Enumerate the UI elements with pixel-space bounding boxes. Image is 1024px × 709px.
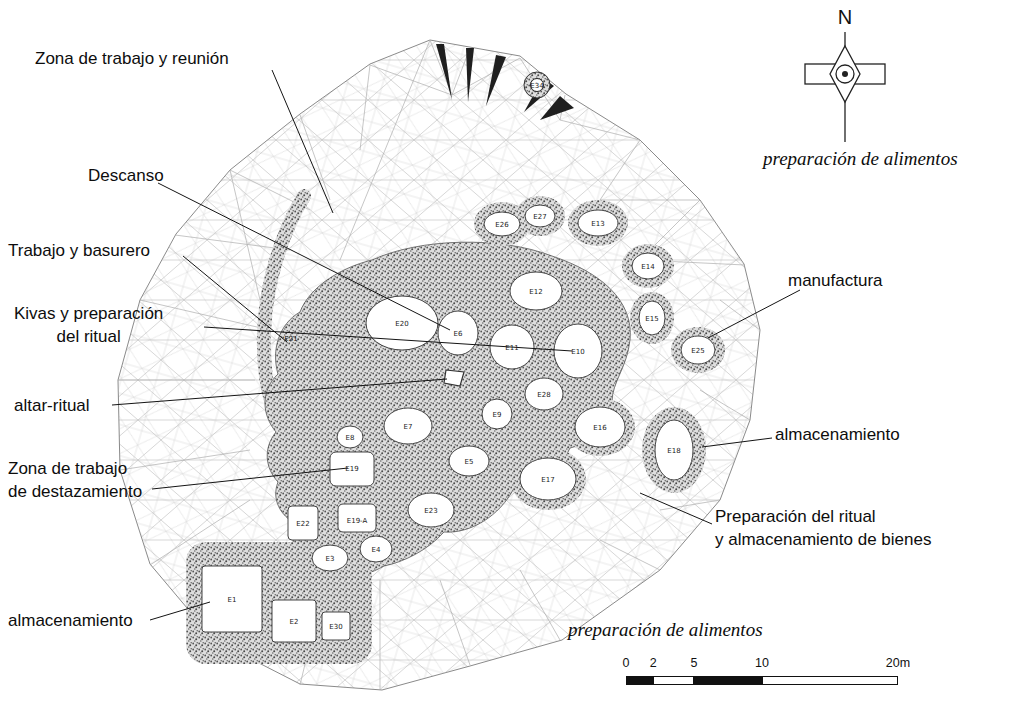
room-label-E25: E25 xyxy=(691,347,704,355)
room-label-E26: E26 xyxy=(495,221,509,229)
room-label-E16: E16 xyxy=(593,424,607,432)
room-label-E13: E13 xyxy=(591,220,604,228)
room-label-E5: E5 xyxy=(465,458,474,466)
room-label-E14: E14 xyxy=(641,263,655,271)
north-label: N xyxy=(838,6,852,28)
room-label-E7: E7 xyxy=(404,423,413,431)
room-label-E19-A: E19-A xyxy=(347,517,368,525)
altar-feature xyxy=(444,370,464,386)
scale-segment-5-10 xyxy=(694,676,762,685)
room-label-E28: E28 xyxy=(537,391,550,399)
room-label-E10: E10 xyxy=(571,348,584,356)
room-label-E19: E19 xyxy=(345,465,358,473)
north-arrow: N xyxy=(805,6,885,142)
room-label-E22: E22 xyxy=(296,520,309,528)
room-label-E21: E21 xyxy=(284,335,297,343)
scale-tick-10: 10 xyxy=(755,656,769,670)
scale-tick-2: 2 xyxy=(650,656,657,670)
north-arrow-dot xyxy=(842,71,848,77)
room-label-E34: E34 xyxy=(530,82,544,90)
scale-tick-0: 0 xyxy=(623,656,630,670)
room-label-E17: E17 xyxy=(541,476,554,484)
scale-bar: 0 2 5 10 20m xyxy=(618,656,938,700)
room-label-E15: E15 xyxy=(645,315,658,323)
scale-segment-0-2 xyxy=(626,676,653,685)
room-label-E1: E1 xyxy=(228,596,237,604)
scale-segment-2-5 xyxy=(653,676,694,685)
room-label-E20: E20 xyxy=(395,320,408,328)
room-label-E2: E2 xyxy=(290,618,299,626)
scale-segment-10-20 xyxy=(762,676,898,685)
room-label-E23: E23 xyxy=(424,507,437,515)
room-label-E3: E3 xyxy=(326,555,335,563)
room-label-E4: E4 xyxy=(372,546,381,554)
room-label-E30: E30 xyxy=(329,623,342,631)
room-label-E6: E6 xyxy=(454,330,463,338)
room-label-E12: E12 xyxy=(529,288,542,296)
room-label-E11: E11 xyxy=(505,344,518,352)
room-label-E27: E27 xyxy=(533,213,546,221)
scale-tick-20m: 20m xyxy=(886,656,910,670)
room-label-E8: E8 xyxy=(346,434,355,442)
room-label-E9: E9 xyxy=(493,411,502,419)
room-label-E18: E18 xyxy=(667,447,680,455)
scale-tick-5: 5 xyxy=(691,656,698,670)
